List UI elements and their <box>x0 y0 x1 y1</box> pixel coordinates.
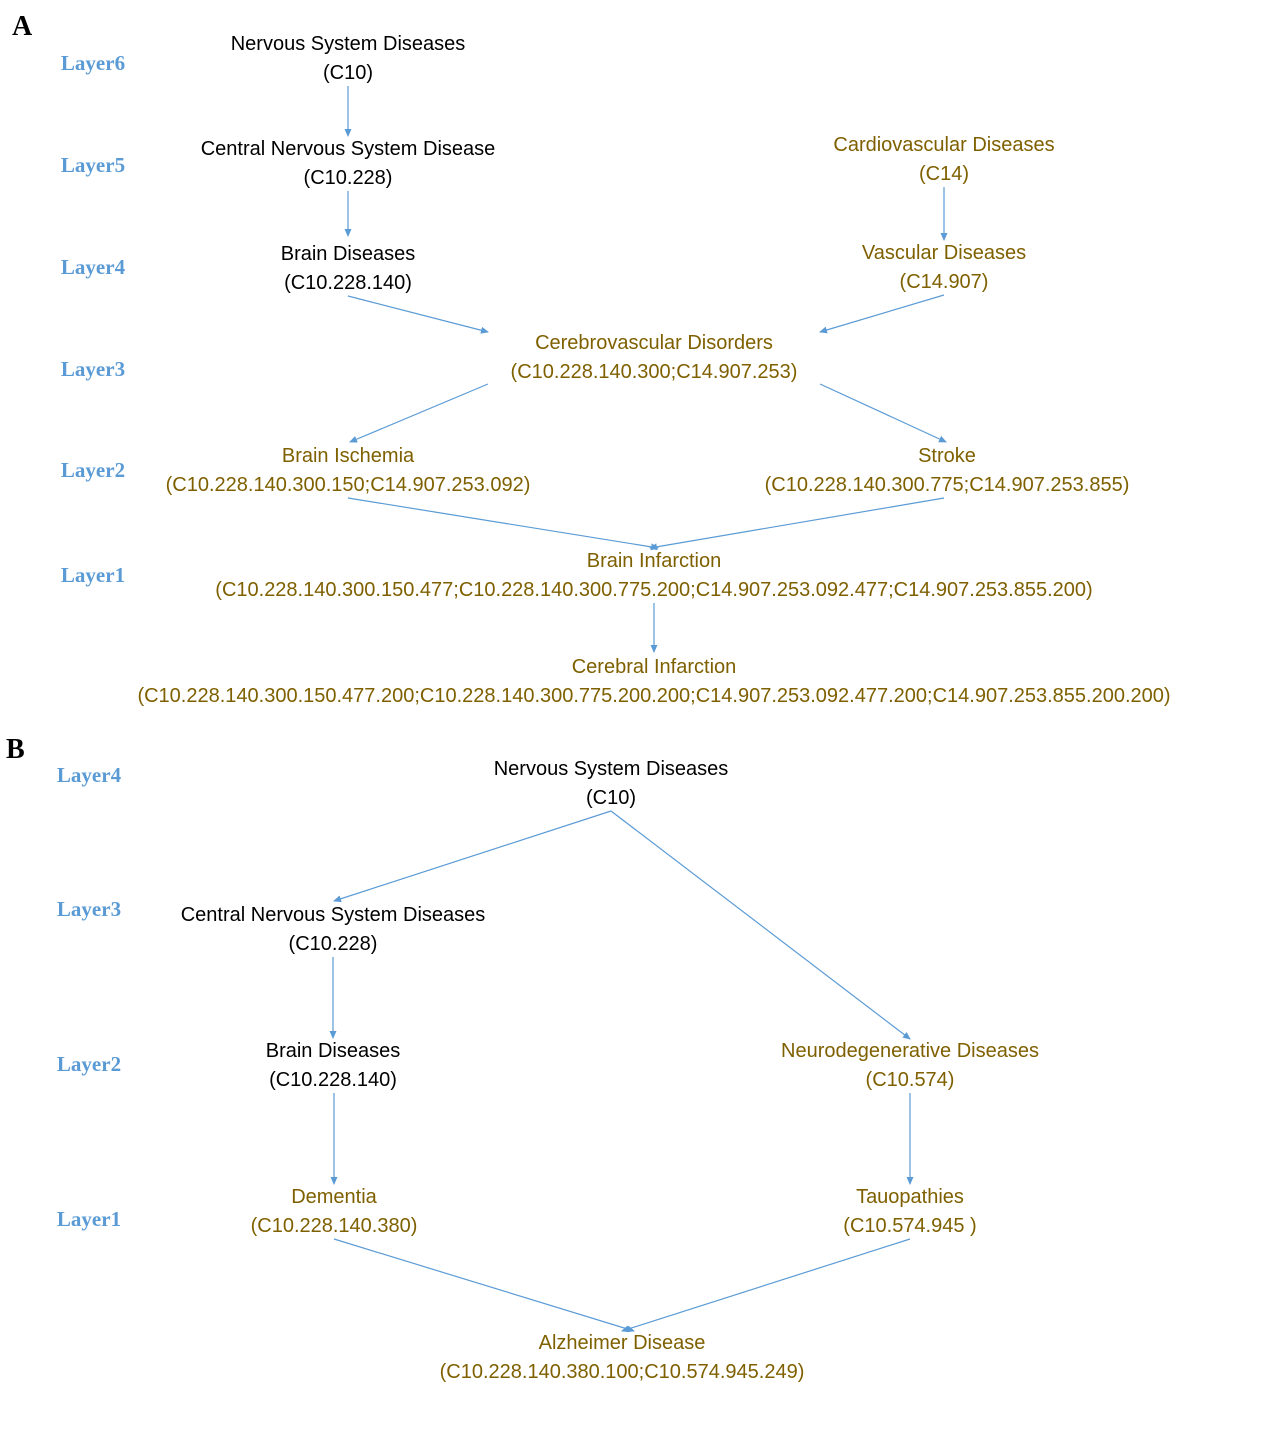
node-b_nsd: Nervous System Diseases (C10) <box>494 758 729 809</box>
layer-label-a-layer1: Layer1 <box>61 563 125 587</box>
node-name: Vascular Diseases <box>862 242 1026 264</box>
layer-label-a-layer2: Layer2 <box>61 458 125 482</box>
layer-label-b-layer1: Layer1 <box>57 1207 121 1231</box>
node-name: Neurodegenerative Diseases <box>781 1040 1039 1062</box>
node-name: Cerebral Infarction <box>572 656 737 678</box>
node-b_brain: Brain Diseases (C10.228.140) <box>266 1040 401 1091</box>
node-code: (C10.228.140.380.100;C10.574.945.249) <box>440 1361 805 1383</box>
node-code: (C10.228.140.300.150.477.200;C10.228.140… <box>137 685 1170 707</box>
arrow-b_nsd-to-b_neuro <box>610 810 911 1040</box>
layer-label-a-layer5: Layer5 <box>61 153 125 177</box>
node-code: (C10.228.140) <box>269 1069 397 1091</box>
node-code: (C10.228.140) <box>284 272 412 294</box>
node-name: Nervous System Diseases <box>231 33 466 55</box>
node-a_nsd: Nervous System Diseases (C10) <box>231 33 466 84</box>
node-name: Brain Ischemia <box>282 445 415 467</box>
layer-label-b-layer4: Layer4 <box>57 763 122 787</box>
node-a_cardio: Cardiovascular Diseases (C14) <box>833 134 1054 185</box>
text-layer: ALayer6Layer5Layer4Layer3Layer2Layer1Ner… <box>6 11 1171 1383</box>
node-name: Cerebrovascular Disorders <box>535 332 773 354</box>
node-code: (C10) <box>323 62 373 84</box>
node-a_brain: Brain Diseases (C10.228.140) <box>281 243 416 294</box>
node-b_cnsd: Central Nervous System Diseases (C10.228) <box>181 904 486 955</box>
node-a_vasc: Vascular Diseases (C14.907) <box>862 242 1026 293</box>
edges-layer <box>329 86 948 1333</box>
node-name: Central Nervous System Disease <box>201 138 496 160</box>
node-b_alz: Alzheimer Disease (C10.228.140.380.100;C1… <box>440 1332 805 1383</box>
node-a_cereb: Cerebrovascular Disorders (C10.228.140.30… <box>511 332 798 383</box>
node-code: (C14.907) <box>900 271 989 293</box>
node-code: (C10.228.140.300.150;C14.907.253.092) <box>166 474 531 496</box>
arrow-a_stroke-to-a_binf <box>649 497 945 551</box>
panel-label-b: B <box>6 734 25 765</box>
node-b_tau: Tauopathies (C10.574.945 ) <box>843 1186 976 1237</box>
node-a_stroke: Stroke (C10.228.140.300.775;C14.907.253.8… <box>765 445 1130 496</box>
node-name: Nervous System Diseases <box>494 758 729 780</box>
node-name: Stroke <box>918 445 976 467</box>
node-code: (C10.574) <box>866 1069 955 1091</box>
node-code: (C10.574.945 ) <box>843 1215 976 1237</box>
layer-label-a-layer3: Layer3 <box>61 357 125 381</box>
node-name: Alzheimer Disease <box>539 1332 706 1354</box>
layer-label-a-layer6: Layer6 <box>61 51 125 75</box>
arrow-a_cereb-to-a_stroke <box>819 383 947 443</box>
node-code: (C10.228) <box>289 933 378 955</box>
node-name: Brain Diseases <box>281 243 416 265</box>
node-name: Brain Diseases <box>266 1040 401 1062</box>
node-code: (C10.228) <box>304 167 393 189</box>
node-a_cnsd: Central Nervous System Disease (C10.228) <box>201 138 496 189</box>
node-a_binf: Brain Infarction (C10.228.140.300.150.477… <box>215 550 1092 601</box>
node-code: (C10) <box>586 787 636 809</box>
node-a_isch: Brain Ischemia (C10.228.140.300.150;C14.9… <box>166 445 531 496</box>
node-code: (C10.228.140.300.775;C14.907.253.855) <box>765 474 1130 496</box>
node-code: (C10.228.140.300.150.477;C10.228.140.300… <box>215 579 1092 601</box>
node-code: (C14) <box>919 163 969 185</box>
node-name: Central Nervous System Diseases <box>181 904 486 926</box>
node-a_cinf: Cerebral Infarction (C10.228.140.300.150.… <box>137 656 1170 707</box>
node-name: Tauopathies <box>856 1186 964 1208</box>
node-b_neuro: Neurodegenerative Diseases (C10.574) <box>781 1040 1039 1091</box>
arrow-b_dem-to-b_alz <box>333 1238 635 1333</box>
arrow-b_nsd-to-b_cnsd <box>333 810 612 903</box>
arrow-a_brain-to-a_cereb <box>347 295 489 334</box>
node-code: (C10.228.140.300;C14.907.253) <box>511 361 798 383</box>
node-code: (C10.228.140.380) <box>251 1215 418 1237</box>
panel-label-a: A <box>12 11 33 42</box>
node-name: Dementia <box>291 1186 377 1208</box>
layer-label-a-layer4: Layer4 <box>61 255 126 279</box>
arrow-b_tau-to-b_alz <box>621 1238 911 1333</box>
node-name: Brain Infarction <box>587 550 722 572</box>
node-b_dem: Dementia (C10.228.140.380) <box>251 1186 418 1237</box>
arrow-a_cereb-to-a_isch <box>349 383 489 443</box>
arrow-a_isch-to-a_binf <box>347 497 659 551</box>
node-name: Cardiovascular Diseases <box>833 134 1054 156</box>
layer-label-b-layer2: Layer2 <box>57 1052 121 1076</box>
layer-label-b-layer3: Layer3 <box>57 897 121 921</box>
arrow-a_vasc-to-a_cereb <box>819 294 945 334</box>
